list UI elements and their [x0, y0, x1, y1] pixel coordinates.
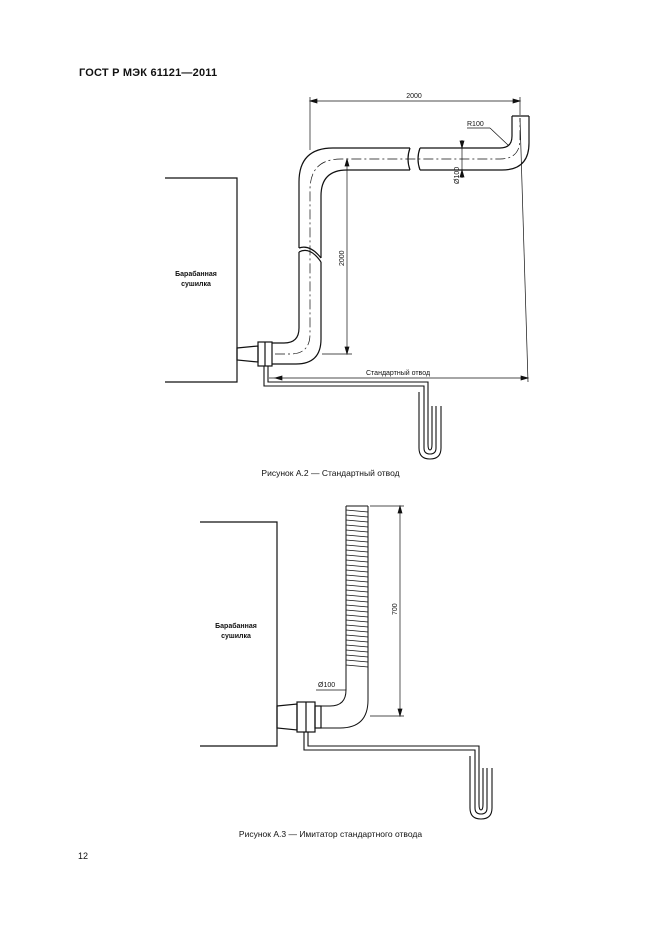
- page-number: 12: [78, 851, 89, 861]
- pipe-centerline: [275, 118, 521, 355]
- drain-pipe: [303, 732, 488, 815]
- dim-vertical-label: 700: [392, 603, 399, 615]
- figure-a2-caption: Рисунок А.2 — Стандартный отвод: [261, 468, 400, 478]
- pipe-outer-wall: [272, 252, 300, 344]
- duct-label: Стандартный отвод: [366, 369, 430, 377]
- pipe-inner-wall: [272, 262, 322, 365]
- dim-horizontal-label: 2000: [406, 93, 422, 100]
- dryer-nozzle: [276, 703, 298, 731]
- hose-corrugation: [345, 509, 369, 668]
- radius-label: R100: [467, 121, 484, 128]
- hose-inner-wall: [321, 506, 369, 729]
- dryer-label-line1: Барабанная: [175, 270, 217, 278]
- hose-outer-wall: [321, 506, 347, 707]
- document-header: ГОСТ Р МЭК 61121—2011: [79, 67, 218, 79]
- dryer-outline: [200, 521, 278, 747]
- dryer-outline: [165, 177, 238, 383]
- drain-pipe: [263, 366, 437, 455]
- dryer-label-line2: сушилка: [221, 633, 251, 640]
- dim-vertical-label: 2000: [339, 250, 346, 266]
- figure-a3-caption: Рисунок А.3 — Имитатор стандартного отво…: [238, 829, 423, 839]
- diameter-label: Ø100: [454, 167, 461, 184]
- diameter-label: Ø100: [318, 682, 335, 689]
- dryer-label-line1: Барабанная: [215, 622, 257, 630]
- dryer-label-line2: сушилка: [181, 281, 211, 288]
